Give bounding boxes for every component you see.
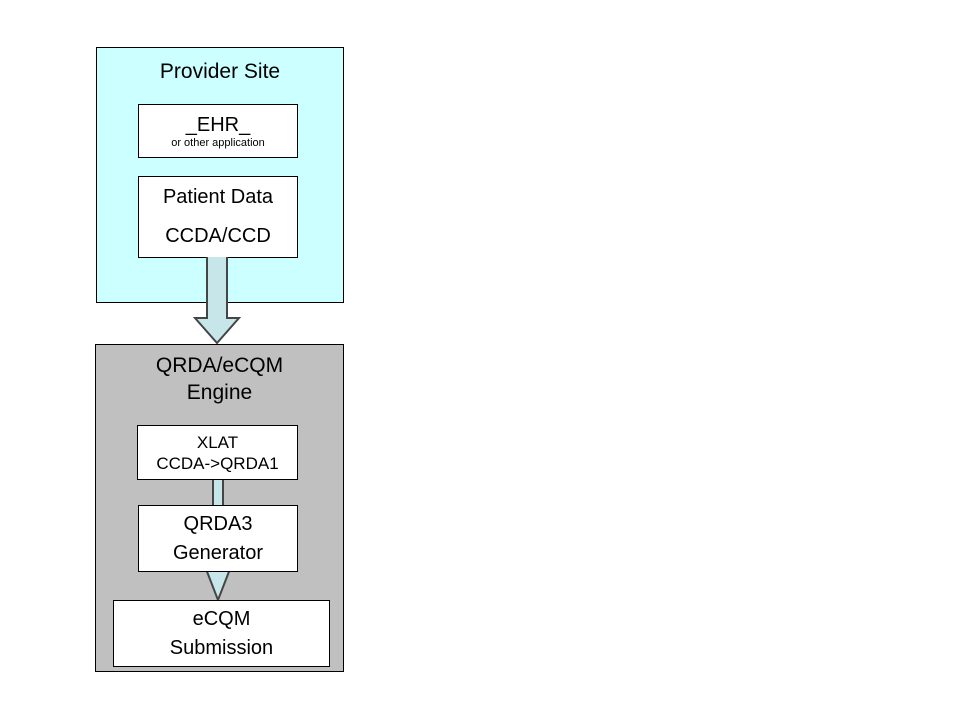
patient-data-node: Patient Data CCDA/CCD [138,176,298,258]
qrda3-to-submission-arrow-icon [205,571,231,601]
xlat-to-qrda3-connector-icon [212,479,224,506]
engine-title-line2: Engine [186,381,253,404]
xlat-node: XLAT CCDA->QRDA1 [137,425,298,480]
provider-to-engine-arrow-icon [192,257,242,344]
qrda3-line2: Generator [172,541,264,564]
engine-title-line1: QRDA/eCQM [155,354,284,377]
ehr-node: _EHR_ or other application [138,104,298,158]
provider-site-group: Provider Site _EHR_ or other application… [96,47,344,303]
ehr-subtitle: or other application [171,136,265,149]
xlat-line1: XLAT [196,432,239,452]
patient-data-line2: CCDA/CCD [165,225,271,247]
engine-title: QRDA/eCQM Engine [96,352,343,406]
ehr-title: _EHR_ [185,113,251,136]
submission-line1: eCQM [192,607,251,630]
provider-site-title: Provider Site [159,60,281,83]
xlat-line2: CCDA->QRDA1 [156,453,279,473]
engine-group: QRDA/eCQM Engine XLAT CCDA->QRDA1 QRDA3 … [95,344,344,672]
qrda3-generator-node: QRDA3 Generator [138,505,298,572]
qrda3-line1: QRDA3 [183,512,253,535]
ecqm-submission-node: eCQM Submission [113,600,330,667]
patient-data-line1: Patient Data [162,186,274,208]
submission-line2: Submission [169,636,274,659]
